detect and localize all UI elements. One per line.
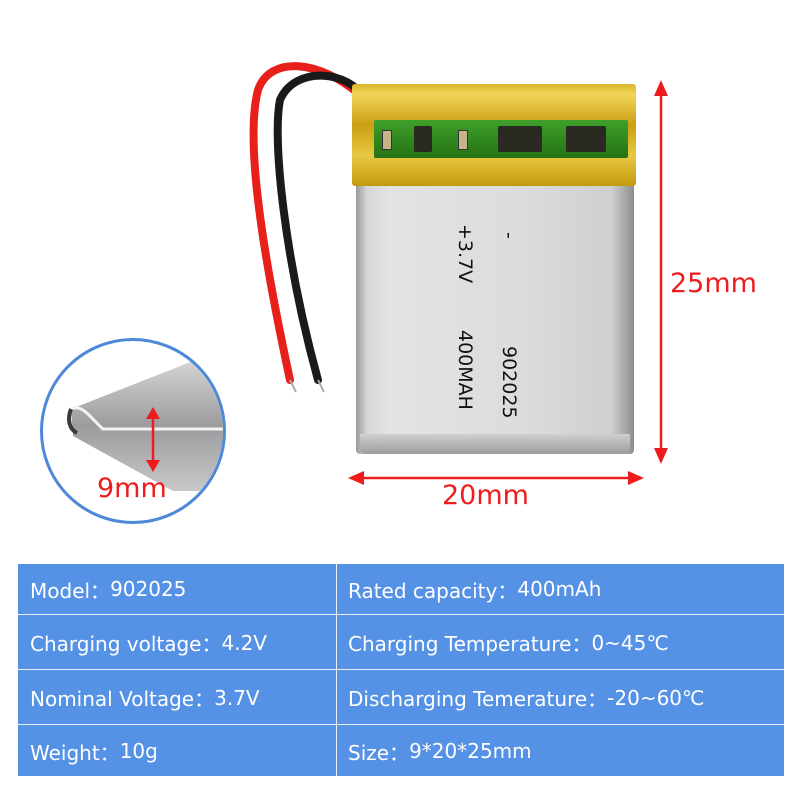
spec-value: 4.2V [221, 630, 267, 655]
thickness-dimension-label: 9mm [97, 473, 167, 504]
spec-label: Rated capacity： [348, 578, 518, 603]
spec-label: Charging voltage： [30, 632, 222, 656]
spec-value: 9*20*25mm [409, 739, 532, 763]
table-row: Weight：10g Size：9*20*25mm [18, 724, 784, 777]
spec-size: Size：9*20*25mm [348, 725, 532, 777]
pcb-chip [566, 126, 606, 152]
spec-value: 902025 [110, 577, 187, 601]
spec-label: Weight： [30, 740, 120, 765]
spec-label: Nominal Voltage： [30, 687, 215, 711]
spec-discharging-temperature: Discharging Temerature：-20~60℃ [348, 670, 705, 725]
spec-value: -20~60℃ [607, 685, 705, 710]
battery-cell [356, 164, 634, 454]
spec-label: Discharging Temerature： [348, 687, 608, 711]
battery-cell-edge [360, 434, 630, 454]
spec-value: 400mAh [517, 577, 602, 601]
kapton-tape [352, 84, 636, 186]
column-divider [336, 564, 337, 776]
spec-model: Model：902025 [30, 564, 186, 614]
height-dimension-label: 25mm [670, 268, 757, 299]
pcb-chip [498, 126, 542, 152]
pcb-resistor [382, 130, 392, 150]
spec-label: Model： [30, 578, 111, 603]
table-row: Model：902025 Rated capacity：400mAh [18, 564, 784, 614]
spec-value: 10g [119, 739, 158, 763]
spec-rated-capacity: Rated capacity：400mAh [348, 564, 601, 614]
table-row: Nominal Voltage：3.7V Discharging Temerat… [18, 669, 784, 725]
spec-charging-voltage: Charging voltage：4.2V [30, 615, 267, 670]
spec-value: 0~45℃ [591, 630, 669, 655]
protection-pcb [374, 120, 628, 158]
pcb-chip [414, 126, 432, 152]
spec-label: Charging Temperature： [348, 632, 592, 656]
spec-weight: Weight：10g [30, 725, 158, 777]
table-row: Charging voltage：4.2V Charging Temperatu… [18, 614, 784, 670]
spec-table: Model：902025 Rated capacity：400mAh Charg… [18, 564, 784, 776]
thickness-detail-inset: 9mm [40, 338, 226, 524]
spec-value: 3.7V [214, 685, 260, 710]
spec-nominal-voltage: Nominal Voltage：3.7V [30, 670, 260, 725]
cell-edge-closeup [67, 361, 223, 491]
pcb-resistor [458, 130, 468, 150]
spec-charging-temperature: Charging Temperature：0~45℃ [348, 615, 669, 670]
battery-image: - +3.7V 400MAH 902025 [352, 84, 636, 458]
width-dimension-label: 20mm [442, 480, 529, 511]
spec-label: Size： [348, 740, 410, 765]
